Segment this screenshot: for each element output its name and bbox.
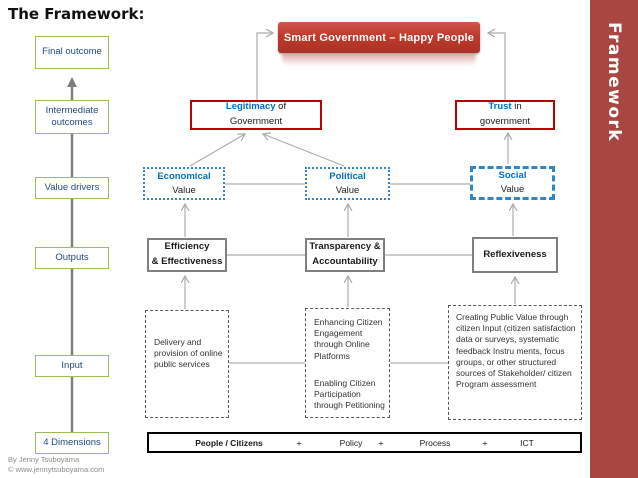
legitimacy-suffix: of [278, 101, 287, 113]
ladder-label: Final outcome [42, 46, 102, 58]
dimension-people-citizens: People / Citizens [195, 437, 263, 448]
driver-line1: Transparency & [309, 241, 381, 253]
trust-suffix: in [514, 101, 522, 113]
trust-line1: Trust in [488, 100, 521, 115]
activity-text: Enhancing Citizen Engagement through Onl… [314, 317, 383, 361]
driver-line1: Reflexiveness [483, 248, 547, 260]
framework-sidebar: Framework [590, 0, 638, 478]
trust-highlight: Trust [488, 101, 512, 113]
social-value-box: Social Value [470, 166, 555, 200]
sidebar-label: Framework [604, 22, 624, 143]
trust-box: Trust in government [455, 100, 555, 130]
ladder-label: Intermediate outcomes [45, 104, 99, 128]
dimension-ict: ICT [520, 437, 534, 448]
plus-sign: + [378, 437, 384, 448]
ladder-label: Input [61, 359, 83, 371]
plus-sign: + [296, 437, 302, 448]
activity-text: Creating Public Value through citizen In… [456, 312, 576, 390]
value-name: Social [498, 170, 527, 182]
legitimacy-line1: Legitimacy of [226, 100, 286, 115]
public-value-activity-box: Creating Public Value through citizen In… [448, 305, 582, 420]
credit-author: By Jenny Tsuboyama [8, 455, 80, 464]
value-label: Value [500, 184, 525, 195]
driver-line2: & Effectiveness [151, 256, 223, 267]
credit-website: © www.jennytsuboyama.com [8, 465, 105, 474]
dimensions-bar: People / Citizens + Policy + Process + I… [147, 432, 582, 453]
political-value-box: Political Value [305, 167, 390, 200]
ladder-box-input: Input [35, 355, 109, 377]
ladder-box-final-outcome: Final outcome [35, 36, 109, 69]
economical-value-box: Economical Value [143, 167, 225, 200]
reflexiveness-box: Reflexiveness [472, 237, 558, 273]
activity-text: Delivery and provision of online public … [154, 337, 223, 370]
dimension-policy: Policy [339, 437, 363, 448]
ladder-box-4-dimensions: 4 Dimensions [35, 432, 109, 454]
value-name: Economical [157, 170, 211, 182]
plus-sign: + [482, 437, 488, 448]
ladder-label: 4 Dimensions [43, 436, 101, 448]
ladder-box-outputs: Outputs [35, 247, 109, 269]
delivery-activity-box: Delivery and provision of online public … [145, 310, 229, 418]
value-label: Value [335, 184, 360, 196]
driver-line2: Accountability [312, 256, 378, 267]
value-name: Political [329, 170, 366, 182]
efficiency-effectiveness-box: Efficiency & Effectiveness [147, 238, 227, 272]
legitimacy-highlight: Legitimacy [225, 101, 276, 113]
ladder-label: Value drivers [44, 181, 100, 193]
smart-government-banner: Smart Government – Happy People [278, 22, 480, 53]
ladder-label: Outputs [55, 251, 89, 263]
banner-label: Smart Government – Happy People [283, 31, 475, 44]
ladder-box-value-drivers: Value drivers [35, 177, 109, 199]
value-label: Value [172, 184, 196, 196]
driver-line1: Efficiency [164, 241, 210, 253]
legitimacy-box: Legitimacy of Government [190, 100, 322, 130]
activity-text: Enabling Citizen Participation through P… [314, 377, 385, 411]
engagement-activity-box: Enhancing Citizen Engagement through Onl… [305, 308, 390, 418]
dimension-process: Process [419, 437, 451, 448]
transparency-accountability-box: Transparency & Accountability [305, 238, 385, 272]
legitimacy-line2: Government [229, 116, 283, 127]
ladder-box-intermediate-outcomes: Intermediate outcomes [35, 100, 109, 134]
page-title: The Framework: [8, 5, 145, 23]
trust-line2: government [479, 116, 531, 127]
